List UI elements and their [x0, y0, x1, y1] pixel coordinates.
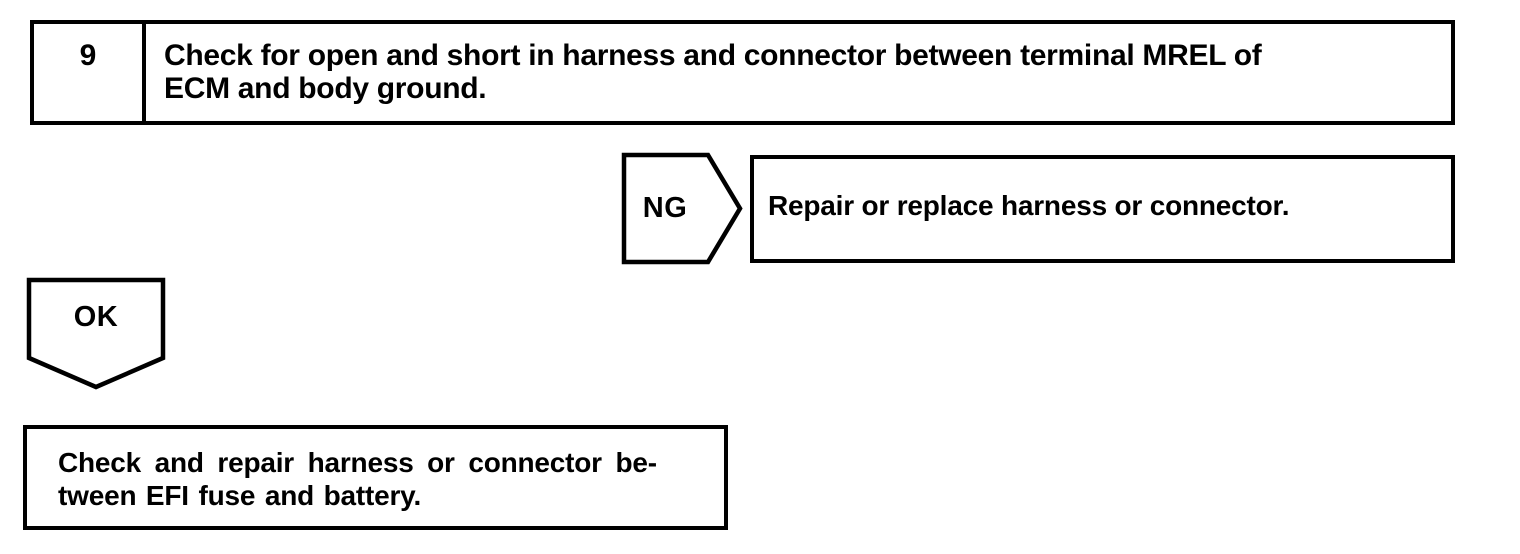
step-number: 9 — [34, 24, 146, 121]
ng-connector: NG — [621, 152, 743, 265]
action-box: Check and repair harness or connector be… — [23, 425, 728, 530]
ok-pentagon-shape — [26, 277, 166, 390]
action-box-line-2: tween EFI fuse and battery. — [58, 480, 422, 511]
repair-box-text: Repair or replace harness or connector. — [768, 190, 1290, 221]
ng-pentagon-shape — [621, 152, 743, 265]
step-description: Check for open and short in harness and … — [146, 24, 1279, 121]
step-description-line-2: ECM and body ground. — [164, 72, 487, 105]
repair-box: Repair or replace harness or connector. — [750, 155, 1455, 263]
step-description-line-1: Check for open and short in harness and … — [164, 39, 1262, 72]
step-box: 9 Check for open and short in harness an… — [30, 20, 1455, 125]
ng-label: NG — [642, 192, 688, 224]
ok-label: OK — [73, 301, 119, 333]
action-box-line-1: Check and repair harness or connector be… — [58, 447, 657, 478]
ok-connector: OK — [26, 277, 166, 390]
